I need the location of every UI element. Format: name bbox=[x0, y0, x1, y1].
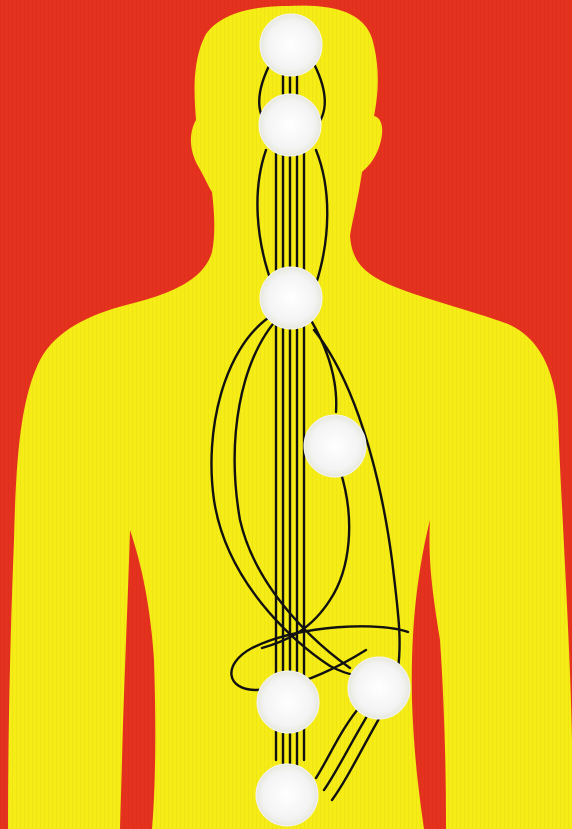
root-center bbox=[256, 764, 318, 826]
spleen-center bbox=[348, 657, 410, 719]
crown-center bbox=[260, 14, 322, 76]
throat-center bbox=[260, 267, 322, 329]
brow-center bbox=[259, 94, 321, 156]
heart-center bbox=[304, 415, 366, 477]
sacral-center bbox=[257, 671, 319, 733]
